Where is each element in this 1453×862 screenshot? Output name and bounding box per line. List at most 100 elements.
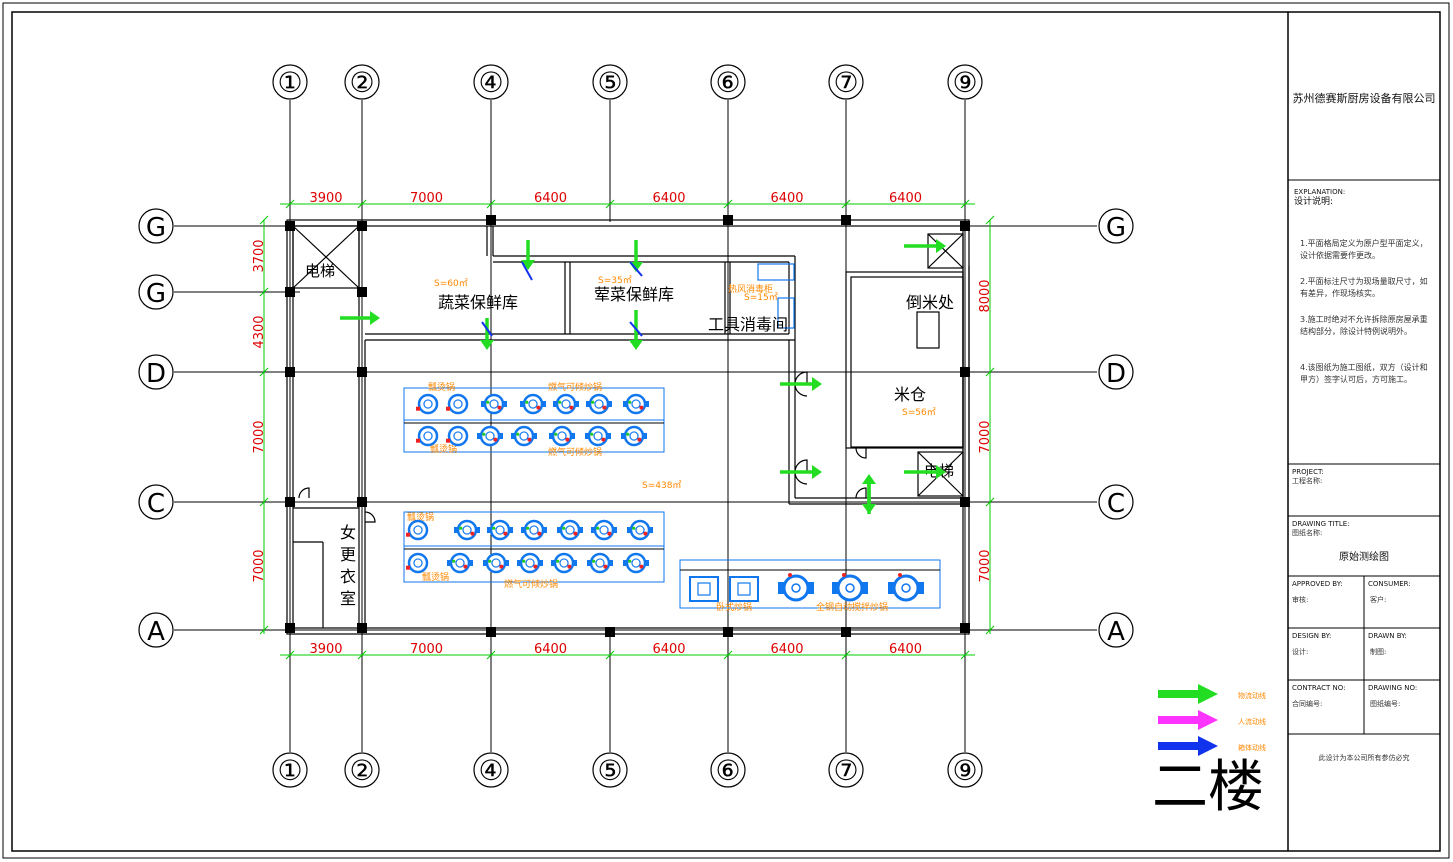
dimension-value: 3900 <box>309 642 342 657</box>
row-axis-label: D <box>1106 359 1126 389</box>
cooking-pot <box>549 425 575 447</box>
column-marker <box>357 497 367 507</box>
inner-frame <box>11 11 1441 852</box>
design-en: DESIGN BY: <box>1292 632 1332 640</box>
cooking-pot <box>454 519 480 541</box>
cooking-pot <box>447 552 473 574</box>
dim-tick <box>841 199 851 209</box>
row-bubble: G <box>1098 208 1134 244</box>
dim-tick <box>357 199 367 209</box>
dimension-value: 7000 <box>410 191 443 206</box>
dim-tick <box>985 215 995 225</box>
cooking-pot <box>477 425 503 447</box>
row-bubble: G <box>138 208 174 244</box>
dim-tick <box>259 287 269 297</box>
flow-arrows <box>340 239 946 514</box>
eq-label-2b: 瓢烫锅 <box>422 571 449 583</box>
dimension-value: 3900 <box>309 191 342 206</box>
dim-tick <box>960 199 970 209</box>
female-locker-char: 女 <box>340 523 356 542</box>
project-cn: 工程名称: <box>1292 477 1323 485</box>
cooking-pot <box>586 393 612 415</box>
legend-swatch <box>1158 716 1198 724</box>
column-marker <box>285 367 295 377</box>
drawing-title-value: 原始测绘图 <box>1339 552 1389 563</box>
eq-label-1c: 瓢烫锅 <box>430 443 457 455</box>
dimension-ticks <box>259 199 995 660</box>
dim-tick <box>285 199 295 209</box>
flow-arrow <box>521 240 535 270</box>
column-bubble: ⑦ <box>828 64 864 100</box>
dim-tick <box>605 650 615 660</box>
cooking-pot <box>446 425 469 447</box>
cooking-pot <box>416 393 439 415</box>
cooking-pot <box>446 393 469 415</box>
cooking-pot <box>557 519 583 541</box>
female-locker-char: 室 <box>340 589 356 608</box>
row-axis-label: C <box>1107 489 1125 519</box>
cooking-pot <box>511 425 537 447</box>
legend-arrowhead <box>1198 736 1218 756</box>
dimension-value: 6400 <box>889 191 922 206</box>
cooking-pot <box>416 425 439 447</box>
flow-arrow <box>904 465 946 479</box>
row-axis-label: G <box>146 213 166 243</box>
column-bubble: ⑦ <box>828 752 864 788</box>
drawing-no-cn: 图纸编号: <box>1370 700 1401 708</box>
column-axis-label: ⑦ <box>833 66 858 99</box>
column-axis-label: ⑥ <box>715 66 740 99</box>
dim-tick <box>357 650 367 660</box>
eq-label-2c: 燃气可倾炒锅 <box>504 578 558 590</box>
column-bubble: ⑥ <box>710 64 746 100</box>
note-4: 4.该图纸为施工图纸，双方（设计和甲方）签字认可后，方可施工。 <box>1300 363 1428 384</box>
dim-tick <box>985 625 995 635</box>
blue-flow-mark <box>629 321 643 337</box>
row-axis-label: A <box>147 617 165 647</box>
flow-arrow <box>340 311 380 325</box>
column-marker <box>285 287 295 297</box>
column-bubble: ② <box>344 752 380 788</box>
cooking-pot <box>587 552 613 574</box>
dim-tick <box>285 650 295 660</box>
consumer-en: CONSUMER: <box>1368 580 1411 588</box>
column-bubble: ⑤ <box>592 752 628 788</box>
blue-flow-mark <box>521 261 533 281</box>
copyright-note: 此设计为本公司所有参仿必究 <box>1318 754 1410 762</box>
cooking-pot <box>621 425 647 447</box>
consumer-cn: 客户: <box>1370 596 1387 604</box>
dimension-value: 3700 <box>252 239 267 272</box>
dim-tick <box>985 367 995 377</box>
column-axis-label: ② <box>349 754 374 787</box>
rice-area-label: S=56㎡ <box>902 407 936 418</box>
dimension-value: 7000 <box>410 642 443 657</box>
cooking-pot <box>520 393 546 415</box>
dimension-value: 7000 <box>978 420 993 453</box>
dimension-value: 7000 <box>978 549 993 582</box>
cooking-pot <box>483 552 509 574</box>
column-axis-label: ⑨ <box>952 754 977 787</box>
dim-tick <box>486 199 496 209</box>
row-bubble: C <box>138 484 174 520</box>
legend-arrowhead <box>1198 710 1218 730</box>
dim-tick <box>486 650 496 660</box>
note-2: 2.平面标注尺寸为现场量取尺寸，如有差异，作现场核实。 <box>1300 277 1428 298</box>
design-cn: 设计: <box>1292 648 1309 656</box>
column-axis-label: ⑤ <box>597 754 622 787</box>
column-marker <box>357 287 367 297</box>
column-axis-label: ④ <box>478 66 503 99</box>
row-bubble: G <box>138 274 174 310</box>
flow-arrow <box>780 377 822 391</box>
note-3: 3.施工时绝对不允许拆除原房屋承重结构部分，除设计特例说明外。 <box>1300 315 1428 336</box>
column-axis-label: ① <box>277 66 302 99</box>
horizontal-wok <box>689 576 719 602</box>
row-axis-label: D <box>146 359 166 389</box>
eq-label-3b: 全钢自动搅拌炒锅 <box>816 601 888 613</box>
dimension-value: 6400 <box>770 191 803 206</box>
dim-tick <box>259 215 269 225</box>
disinfect-area-label: S=15㎡ <box>744 292 778 303</box>
legend-label: 人流动线 <box>1238 717 1266 726</box>
eq-label-1b: 燃气可倾炒锅 <box>548 381 602 393</box>
meat-storage-label: 荤菜保鲜库 <box>594 285 674 304</box>
